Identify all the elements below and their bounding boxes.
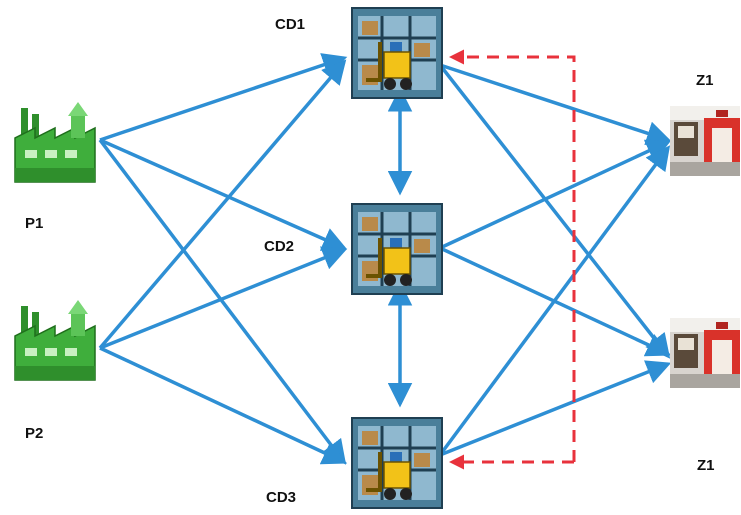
flow-arrows-zones: [438, 63, 672, 457]
node-label-z1-top: Z1: [696, 72, 714, 89]
warehouse-forklift-icon: [350, 6, 444, 100]
node-label-p1: P1: [25, 215, 44, 232]
node-label-cd1: CD1: [275, 16, 306, 33]
return-flow-dashed: [449, 49, 576, 470]
node-label-p2: P2: [25, 425, 44, 442]
flow-arrows-plants: [98, 53, 348, 465]
warehouse-forklift-icon: [350, 416, 444, 510]
warehouse-forklift-icon: [350, 202, 444, 296]
node-label-cd2: CD2: [264, 238, 295, 255]
node-label-z1-bottom: Z1: [697, 457, 715, 474]
node-label-cd3: CD3: [266, 489, 297, 506]
store-front-icon: [670, 106, 740, 176]
factory-icon: [14, 299, 96, 381]
store-front-icon: [670, 318, 740, 388]
factory-icon: [14, 101, 96, 183]
